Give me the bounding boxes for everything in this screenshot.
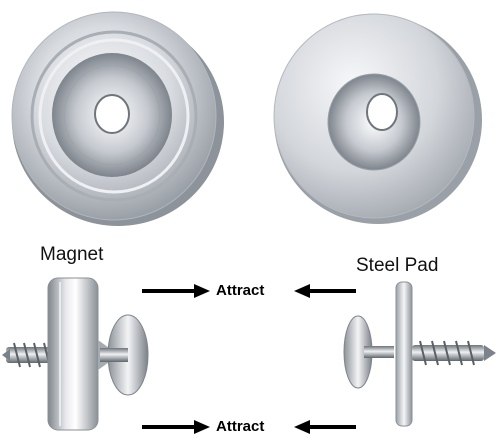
arrow-bottom-left-icon bbox=[142, 420, 210, 434]
steel-pad-top-view bbox=[273, 13, 482, 224]
attract-label-top: Attract bbox=[216, 282, 265, 299]
arrow-bottom-right-icon bbox=[294, 420, 356, 434]
screw-right bbox=[412, 340, 496, 366]
arrow-top-right-icon bbox=[294, 284, 356, 298]
magnet-label: Magnet bbox=[40, 244, 104, 265]
arrow-top-left-icon bbox=[142, 284, 210, 298]
screw-left bbox=[2, 342, 54, 368]
steel-pad-label: Steel Pad bbox=[356, 255, 439, 276]
arrows bbox=[142, 284, 356, 434]
magnet-side-view bbox=[2, 277, 149, 431]
attract-label-bottom: Attract bbox=[216, 418, 265, 435]
magnet-cup-top-view bbox=[11, 11, 224, 226]
steel-pad-side-view bbox=[343, 281, 496, 427]
